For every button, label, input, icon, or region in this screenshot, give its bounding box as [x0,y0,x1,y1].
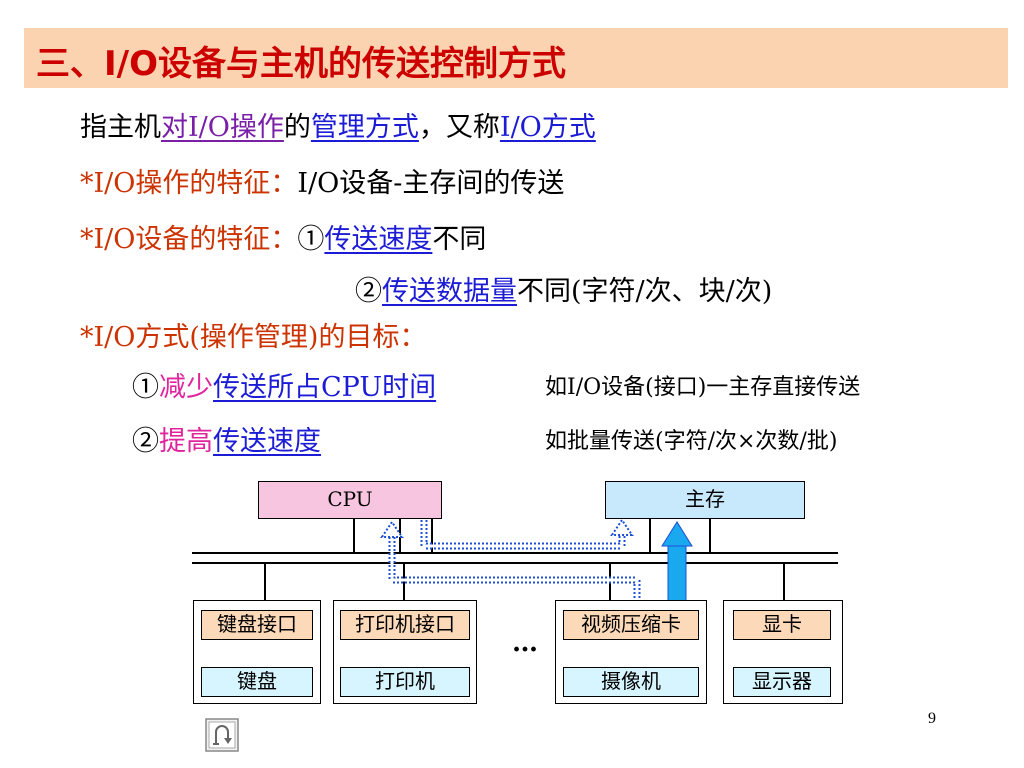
memory-box: 主存 [605,481,805,519]
definition-line: 指主机对I/O操作的管理方式，又称I/O方式 [80,110,596,146]
printer-interface-box: 打印机接口 [340,610,470,640]
io-device-feature-line: *I/O设备的特征：①传送速度不同 [80,222,486,258]
arrowhead-to-mem [610,518,634,536]
goal-2-verb: 提高 [159,426,213,457]
goal-1: ①减少传送所占CPU时间 [132,370,436,406]
link-transfer-volume[interactable]: 传送数据量 [382,276,517,307]
page-number: 9 [928,710,936,727]
goal-1-verb: 减少 [159,372,213,403]
dotted-path-to-cpu-inner [390,535,639,610]
dotted-path-to-mem-inner [422,520,624,548]
arrowhead-to-cpu [380,520,404,538]
io-operation-feature-text: I/O设备-主存间的传送 [297,168,565,199]
goal-2: ②提高传送速度 [132,424,321,460]
return-arrow-icon[interactable] [205,718,239,752]
graphics-card-box: 显卡 [733,610,831,640]
feature-text-2: 不同(字符/次、块/次) [517,276,773,307]
io-operation-feature-line: *I/O操作的特征：I/O设备-主存间的传送 [80,166,564,202]
camera-device-box: 摄像机 [563,667,699,697]
feature-num-2: ② [355,276,382,307]
link-management-mode[interactable]: 管理方式 [310,112,419,143]
goal-1-num: ① [132,372,159,403]
link-io-mode[interactable]: I/O方式 [499,112,596,143]
link-transfer-speed-2[interactable]: 传送速度 [213,426,321,457]
goal-2-num: ② [132,426,159,457]
io-device-feature-line-2: ②传送数据量不同(字符/次、块/次) [355,274,772,310]
link-cpu-time[interactable]: 传送所占CPU时间 [213,372,437,403]
video-compression-card-box: 视频压缩卡 [563,610,699,640]
feature-num-1: ① [297,224,325,255]
goal-1-note: 如I/O设备(接口)一主存直接传送 [545,375,861,400]
title-bar: 三、I/O设备与主机的传送控制方式 [24,28,1008,88]
def-text-3: ，又称 [418,112,500,143]
dotted-path-to-mem-outer [420,520,626,550]
feature-text-1: 不同 [432,224,487,255]
goal-heading-label: *I/O方式(操作管理)的目标： [80,322,427,353]
goal-2-note: 如批量传送(字符/次×次数/批) [545,429,838,454]
cpu-box: CPU [258,481,442,519]
io-device-feature-label: *I/O设备的特征： [80,224,298,255]
monitor-device-box: 显示器 [733,667,831,697]
io-operation-feature-label: *I/O操作的特征： [80,168,298,199]
goal-heading: *I/O方式(操作管理)的目标： [80,320,426,356]
slide-title: 三、I/O设备与主机的传送控制方式 [36,44,566,84]
direct-arrowhead [661,521,693,547]
link-transfer-speed[interactable]: 传送速度 [324,224,433,255]
def-text-2: 的 [283,112,311,143]
printer-device-box: 打印机 [340,667,470,697]
def-text-1: 指主机 [80,112,161,143]
keyboard-interface-box: 键盘接口 [201,610,313,640]
link-io-operation[interactable]: 对I/O操作 [161,112,284,143]
keyboard-device-box: 键盘 [201,667,313,697]
ellipsis: … [512,628,538,658]
